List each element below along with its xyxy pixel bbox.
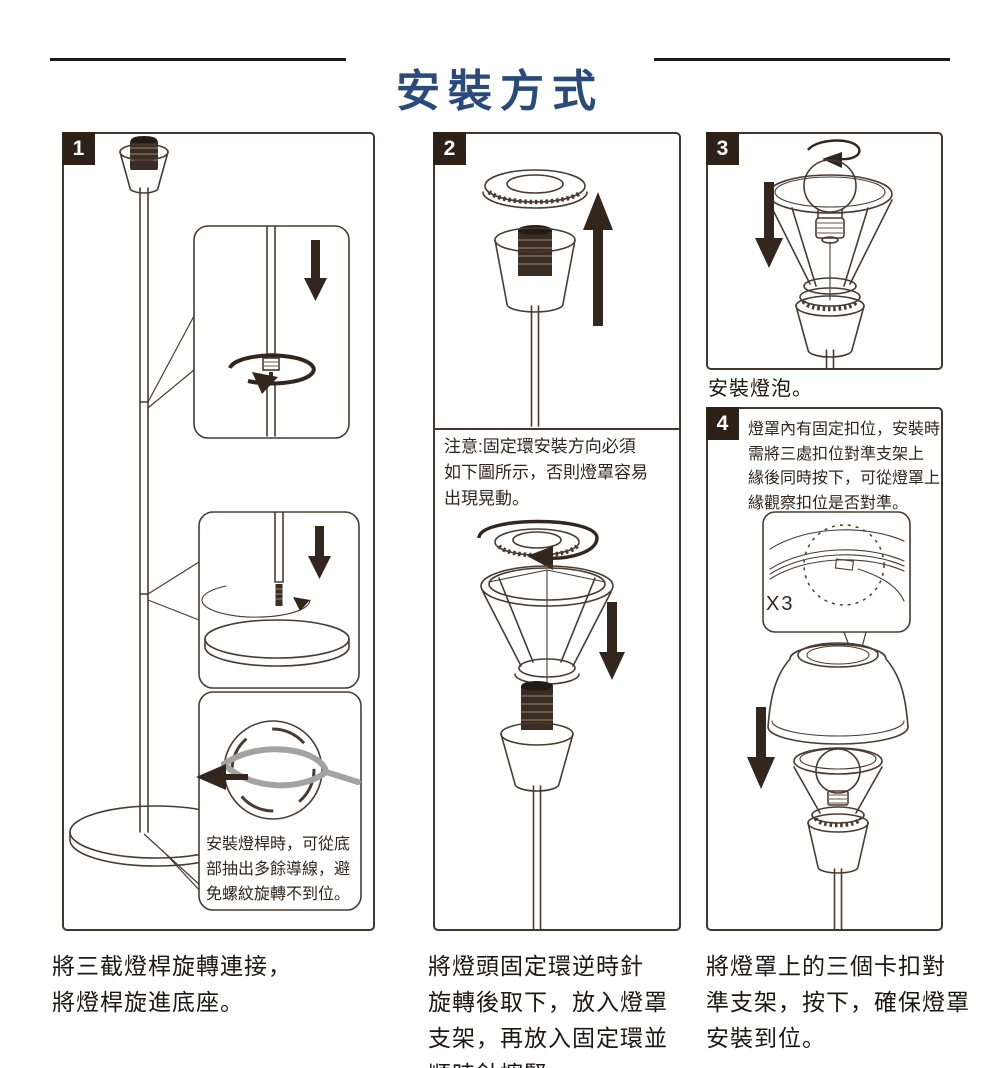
step-1-number-badge: 1 xyxy=(62,132,95,165)
pull-out-arrow-icon xyxy=(196,764,248,790)
step-2-number-badge: 2 xyxy=(433,132,466,165)
lampshade-dome xyxy=(767,642,909,745)
step-2-note: 注意:固定環安裝方向必須 如下圖所示，否則燈罩容易 出現晃動。 xyxy=(444,437,648,508)
lamp-socket xyxy=(500,681,574,792)
install-bulb-caption: 安裝燈泡。 xyxy=(708,378,813,400)
step-3-diagram xyxy=(755,139,893,368)
page-title: 安裝方式 xyxy=(396,67,604,117)
step-3-number-badge: 3 xyxy=(706,132,739,165)
rotate-arrow-icon xyxy=(228,353,316,394)
clip-detail-callout xyxy=(762,511,911,660)
power-cable xyxy=(221,746,361,789)
lamp-pole xyxy=(532,785,542,929)
lampshade-frame xyxy=(480,565,614,695)
highlight-dotted-circle xyxy=(803,524,885,606)
counterclockwise-arrow-icon xyxy=(477,519,599,570)
step-4-caption: 將燈罩上的三個卡扣對 準支架，按下，確保燈罩 安裝到位。 xyxy=(706,953,970,1051)
panel-divider xyxy=(435,428,679,430)
fixing-ring xyxy=(482,169,588,209)
lamp-pole xyxy=(825,349,835,368)
step-2-caption: 將燈頭固定環逆時針 旋轉後取下，放入燈罩 支架，再放入固定環並 順時針擰緊。 xyxy=(428,953,668,1068)
lamp-pole xyxy=(139,187,149,833)
step-4-panel: 4 燈罩內有固定扣位，安裝時 需將三處扣位對準支架上 緣後同時按下，可從燈罩上 … xyxy=(706,407,943,931)
base-joint-callout xyxy=(198,511,360,689)
lamp-socket xyxy=(795,287,865,358)
title-rule-left xyxy=(50,58,346,61)
light-bulb xyxy=(803,159,857,244)
down-arrow-icon xyxy=(599,602,625,680)
down-arrow-icon xyxy=(747,707,775,789)
step-4-instruction: 燈罩內有固定扣位，安裝時 需將三處扣位對準支架上 緣後同時按下，可從燈罩上 緣觀… xyxy=(748,421,941,512)
step-4-number-badge: 4 xyxy=(706,407,739,440)
step-1-diagram xyxy=(69,136,362,911)
lampshade-frame-with-bulb xyxy=(793,747,883,929)
down-arrow-icon xyxy=(308,526,331,579)
lamp-pole xyxy=(530,305,540,427)
fixing-ring-rotation xyxy=(477,519,599,570)
up-arrow-icon xyxy=(583,192,613,326)
rotate-arrow-thin-icon xyxy=(201,585,311,618)
step-4-diagram xyxy=(747,511,911,929)
step-2-diagram xyxy=(477,169,625,929)
clip-count-label: X3 xyxy=(766,593,795,615)
lamp-socket xyxy=(119,136,169,194)
lamp-socket xyxy=(494,225,576,313)
step-1-note: 安裝燈桿時，可從底 部抽出多餘導線，避 免螺紋旋轉不到位。 xyxy=(206,836,351,903)
down-arrow-icon xyxy=(755,182,783,268)
down-arrow-icon xyxy=(304,240,327,301)
cable-pullout-callout xyxy=(196,691,362,911)
title-rule-right xyxy=(654,58,950,61)
step-3-panel: 3 xyxy=(706,132,943,370)
pole-joint-callout xyxy=(193,225,350,439)
step-1-caption: 將三截燈桿旋轉連接， 將燈桿旋進底座。 xyxy=(52,953,292,1015)
step-2-panel: 2 注意:固定環安裝方向必須 如下圖所示，否則燈罩容易 出現晃動。 xyxy=(433,132,681,931)
step-1-panel: 1 安裝燈桿時，可從底 部抽出多餘導線，避 免螺紋旋轉不到位。 xyxy=(62,132,375,931)
